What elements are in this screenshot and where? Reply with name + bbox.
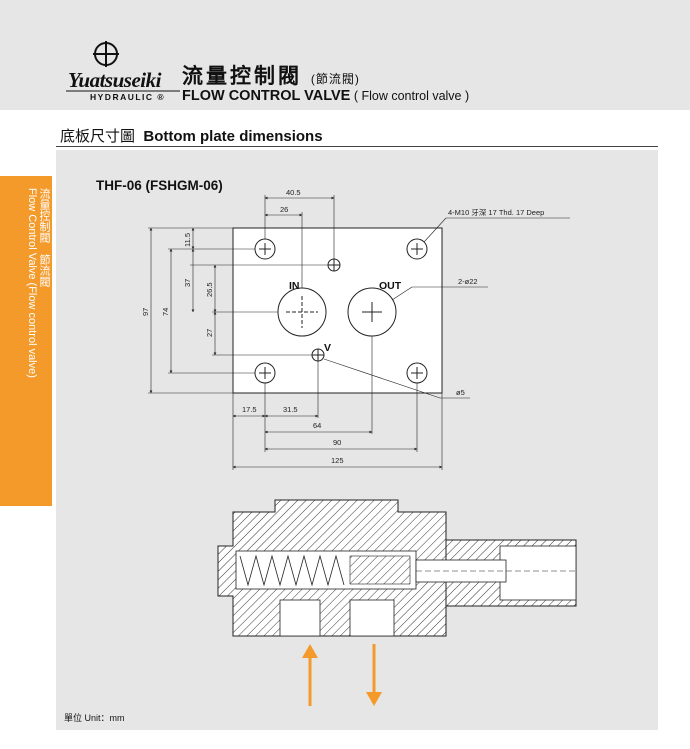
pin-hole-v-icon (311, 348, 325, 362)
mount-hole-tr-icon (406, 238, 428, 260)
dim-125: 125 (331, 456, 344, 465)
brand-logo-icon (66, 41, 180, 92)
dim-26: 26 (280, 205, 288, 214)
mount-hole-br-icon (406, 362, 428, 384)
section-title-cn: 底板尺寸圖 (60, 128, 136, 145)
mount-hole-bl-icon (254, 362, 276, 384)
port-out-icon (347, 287, 397, 337)
flow-in-arrow-icon (302, 644, 318, 706)
dim-90: 90 (333, 438, 341, 447)
title-cn-main: 流量控制閥 (182, 65, 302, 88)
model-number: THF-06 (FSHGM-06) (96, 178, 223, 193)
dim-97: 97 (141, 308, 150, 316)
label-in: IN (289, 280, 300, 292)
dim-26-5: 26.5 (205, 282, 214, 297)
section-title-en: Bottom plate dimensions (143, 128, 323, 145)
side-tab (0, 176, 52, 506)
title-english: FLOW CONTROL VALVE ( Flow control valve … (182, 88, 469, 104)
thread-note: 4-M10 牙深 17 Thd. 17 Deep (448, 208, 544, 217)
title-cn-sub: (節流閥) (310, 72, 360, 86)
dim-40-5: 40.5 (286, 188, 301, 197)
brand-subtitle: HYDRAULIC ® (90, 92, 166, 102)
side-tab-line2: Flow Control Valve (Flow control valve) (26, 188, 38, 378)
dim-64: 64 (313, 421, 321, 430)
title-chinese: 流量控制閥 (節流閥) (182, 60, 360, 90)
unit-note: 單位 Unit：mm (64, 713, 125, 723)
dim-11-5: 11.5 (183, 233, 192, 247)
pin-hole-top-icon (327, 258, 341, 272)
title-en-sub: ( Flow control valve ) (350, 89, 470, 103)
label-out: OUT (379, 280, 402, 292)
mount-hole-tl-icon (254, 238, 276, 260)
dim-17-5: 17.5 (242, 405, 257, 414)
brand-name: Yuatsuseiki (68, 68, 161, 92)
section-heading: 底板尺寸圖 Bottom plate dimensions (60, 125, 323, 146)
dim-74: 74 (161, 308, 170, 316)
valve-cross-section (217, 499, 577, 637)
dim-dia-22: 2-ø22 (458, 277, 478, 286)
dim-27: 27 (205, 329, 214, 337)
side-tab-line1: 流量控制閥 節流閥 (38, 188, 50, 287)
flow-out-arrow-icon (366, 644, 382, 706)
port-in-icon (277, 287, 327, 337)
section-divider (56, 146, 658, 147)
dim-dia-5: ø5 (456, 388, 465, 397)
title-en-main: FLOW CONTROL VALVE (182, 88, 351, 104)
label-v: V (324, 342, 331, 354)
dim-37: 37 (183, 279, 192, 287)
dim-31-5: 31.5 (283, 405, 298, 414)
